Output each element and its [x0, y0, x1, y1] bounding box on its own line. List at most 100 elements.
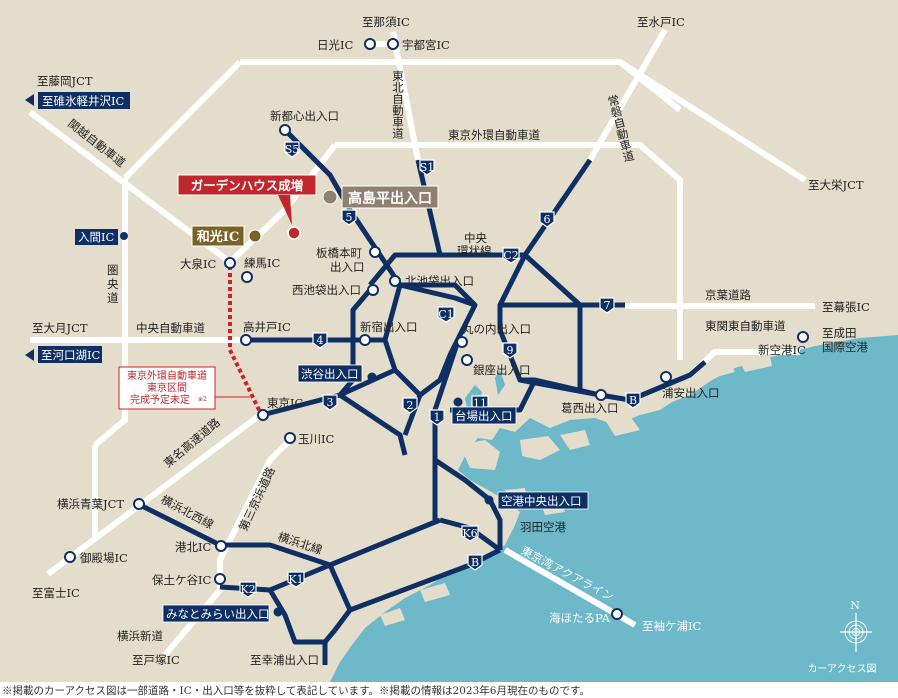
- route-shield-s1: S1: [419, 159, 435, 176]
- svg-text:環状線: 環状線: [457, 244, 492, 258]
- svg-text:日光IC: 日光IC: [317, 38, 354, 52]
- svg-text:東京区間: 東京区間: [147, 381, 187, 394]
- kitaikebukuro-marker: [389, 275, 401, 287]
- svg-text:東京外環自動車道: 東京外環自動車道: [448, 128, 540, 142]
- property-marker: [287, 226, 301, 240]
- svg-text:1: 1: [434, 411, 441, 424]
- svg-text:4: 4: [317, 334, 324, 347]
- route-shield-1: 1: [429, 409, 445, 426]
- shibuya-label: 渋谷出入口: [297, 364, 363, 383]
- route-shield-k2: K2: [239, 581, 257, 598]
- svg-text:至大月JCT: 至大月JCT: [32, 321, 88, 335]
- svg-text:K1: K1: [288, 573, 303, 586]
- svg-text:至河口湖IC: 至河口湖IC: [41, 348, 101, 362]
- nishiikebukuro-marker: [367, 284, 379, 296]
- svg-text:新空港IC: 新空港IC: [758, 343, 806, 357]
- route-shield-b-east: B: [625, 392, 641, 409]
- svg-text:B: B: [471, 556, 479, 569]
- svg-text:東関東自動車道: 東関東自動車道: [705, 319, 786, 333]
- svg-text:西池袋出入口: 西池袋出入口: [292, 283, 361, 297]
- nerima-ic-marker: [241, 271, 253, 283]
- svg-text:東北自動車道: 東北自動車道: [391, 70, 405, 139]
- svg-text:2: 2: [407, 399, 414, 412]
- takashimadaira-marker: [322, 189, 338, 205]
- karuizawa-direction: 至碓氷軽井沢IC: [25, 92, 130, 109]
- nikko-ic-marker: [364, 38, 376, 50]
- svg-text:東京外環自動車道: 東京外環自動車道: [127, 369, 207, 382]
- gotenba-ic-marker: [64, 551, 76, 563]
- svg-text:和光IC: 和光IC: [197, 229, 239, 245]
- svg-text:練馬IC: 練馬IC: [244, 256, 281, 270]
- route-shield-2: 2: [402, 397, 418, 414]
- svg-text:至那須IC: 至那須IC: [362, 15, 410, 29]
- tokyo-bay: [330, 335, 898, 682]
- ic-labels: 日光IC 宇都宮IC 新都心出入口 入間IC 大泉IC 練馬IC 板橋本町 出入…: [57, 38, 806, 625]
- route-shield-c1: C1: [437, 306, 455, 323]
- svg-text:至水戸IC: 至水戸IC: [637, 15, 685, 29]
- daiba-marker: [453, 397, 463, 407]
- svg-text:保土ケ谷IC: 保土ケ谷IC: [152, 573, 212, 587]
- route-shield-k1: K1: [287, 571, 305, 588]
- svg-text:浦安出入口: 浦安出入口: [662, 386, 720, 400]
- svg-text:丸の内出入口: 丸の内出入口: [462, 322, 531, 336]
- highways: [28, 28, 815, 657]
- svg-text:C1: C1: [438, 308, 453, 321]
- property-label: ガーデンハウス成増: [177, 174, 317, 225]
- minatomirai-label: みなとみらい出入口: [162, 604, 270, 623]
- route-shield-k6: K6: [461, 525, 479, 542]
- svg-text:7: 7: [604, 299, 611, 312]
- route-shields: S5 S1 5 6 C2 C1 7 4 9 3 2 1 11 B K6 B K1…: [239, 141, 641, 598]
- direction-labels: 至那須IC 至水戸IC 至藤岡JCT 至碓氷軽井沢IC 至大栄JCT 至幕張IC…: [25, 15, 870, 667]
- svg-text:葛西出入口: 葛西出入口: [561, 401, 619, 415]
- route-shield-6: 6: [539, 211, 555, 228]
- yokohama-aoba-jct-marker: [133, 498, 145, 510]
- interchange-markers: [64, 38, 809, 620]
- svg-text:N: N: [850, 599, 860, 612]
- svg-text:K6: K6: [462, 527, 477, 540]
- property-name: ガーデンハウス成増: [191, 178, 304, 193]
- svg-text:渋谷出入口: 渋谷出入口: [301, 367, 359, 381]
- svg-text:6: 6: [544, 213, 551, 226]
- svg-text:新宿出入口: 新宿出入口: [360, 320, 418, 334]
- oizumi-ic-marker: [224, 257, 236, 269]
- takaido-ic-marker: [240, 334, 252, 346]
- svg-text:国際空港: 国際空港: [822, 340, 868, 354]
- compass-icon: N: [840, 599, 872, 652]
- svg-text:K2: K2: [240, 583, 255, 596]
- svg-text:9: 9: [507, 344, 514, 357]
- svg-text:高島平出入口: 高島平出入口: [348, 190, 432, 207]
- svg-text:圏: 圏: [107, 263, 119, 277]
- svg-text:横浜新道: 横浜新道: [117, 629, 163, 643]
- svg-text:B: B: [629, 394, 637, 407]
- svg-text:至藤岡JCT: 至藤岡JCT: [37, 74, 93, 88]
- svg-text:至碓氷軽井沢IC: 至碓氷軽井沢IC: [42, 94, 125, 108]
- marunouchi-marker: [456, 336, 468, 348]
- route-shield-3: 3: [322, 394, 338, 411]
- svg-text:道: 道: [107, 291, 119, 305]
- ginza-marker: [461, 354, 473, 366]
- route-shield-s5: S5: [284, 141, 300, 158]
- gaikan-unfinished-segment: [228, 266, 262, 413]
- minatomirai-marker: [273, 607, 283, 617]
- svg-text:至幸浦出入口: 至幸浦出入口: [250, 653, 319, 667]
- svg-text:3: 3: [327, 396, 334, 409]
- shinjuku-marker: [359, 334, 371, 346]
- metropolitan-expressway: [138, 128, 707, 665]
- gaikan-note-box: 東京外環自動車道 東京区間 完成予定未定 ※2: [118, 366, 250, 410]
- svg-text:空港中央出入口: 空港中央出入口: [501, 494, 582, 508]
- hodogaya-ic-marker: [214, 573, 226, 585]
- svg-text:中央自動車道: 中央自動車道: [136, 321, 205, 335]
- iruma-ic-marker: [120, 232, 128, 240]
- svg-text:宇都宮IC: 宇都宮IC: [402, 38, 450, 52]
- svg-text:高井戸IC: 高井戸IC: [243, 320, 291, 334]
- takashimadaira-label: 高島平出入口: [341, 185, 439, 209]
- route-shield-4: 4: [312, 332, 328, 349]
- svg-text:央: 央: [107, 277, 119, 291]
- svg-text:至大栄JCT: 至大栄JCT: [808, 178, 864, 192]
- svg-text:みなとみらい出入口: みなとみらい出入口: [166, 607, 270, 621]
- svg-text:大泉IC: 大泉IC: [180, 257, 217, 271]
- svg-text:S5: S5: [285, 143, 300, 156]
- svg-text:中央: 中央: [464, 231, 487, 245]
- svg-text:※2: ※2: [198, 396, 207, 403]
- footnote: ※掲載のカーアクセス図は一部道路・IC・出入口等を抜粋して表記しています。※掲載…: [2, 685, 590, 697]
